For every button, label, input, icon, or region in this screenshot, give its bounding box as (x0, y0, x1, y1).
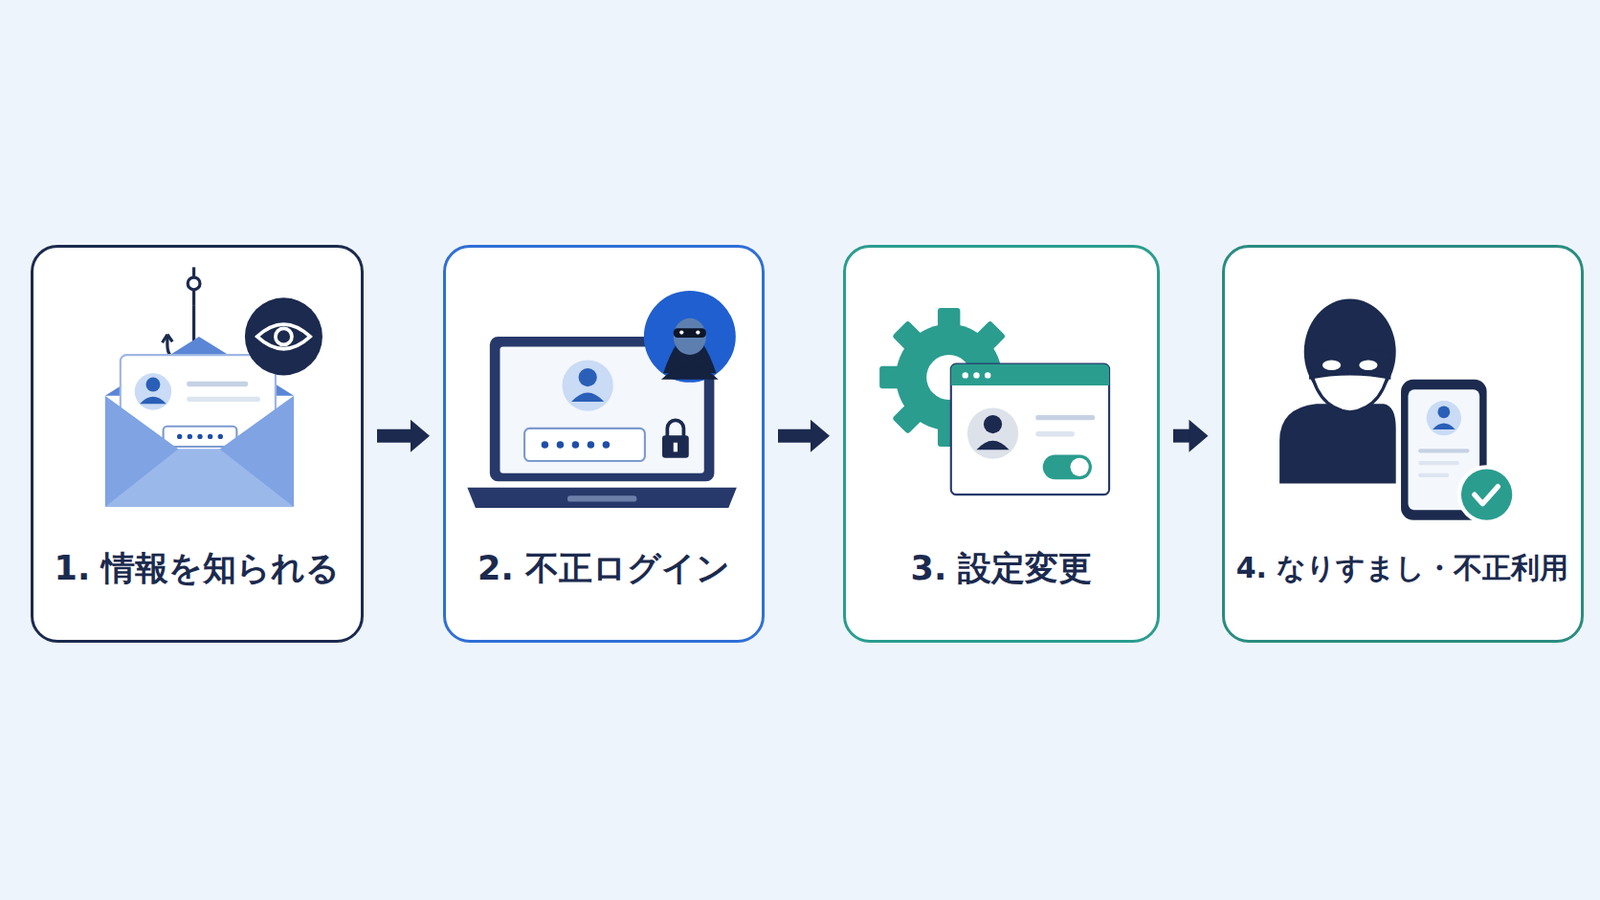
flow-arrow (1173, 420, 1209, 453)
flow-arrow (777, 420, 830, 453)
flow-arrow (377, 420, 430, 453)
step-box: 2. 不正ログイン (443, 244, 765, 644)
arrow-head (1189, 420, 1209, 453)
step-box: 3. 設定変更 (843, 244, 1160, 644)
step-label: 1. 情報を知られる (54, 548, 341, 589)
arrow-shaft (777, 429, 813, 444)
step-label: 4. なりすまし・不正利用 (1236, 551, 1570, 586)
step-label: 2. 不正ログイン (477, 548, 731, 589)
arrow-shaft (377, 429, 413, 444)
arrow-shaft (1173, 429, 1192, 444)
step-box: 1. 情報を知られる (30, 244, 364, 644)
step-label: 3. 設定変更 (911, 548, 1093, 589)
arrow-head (810, 420, 830, 453)
arrow-head (410, 420, 430, 453)
step-box: 4. なりすまし・不正利用 (1222, 244, 1584, 644)
